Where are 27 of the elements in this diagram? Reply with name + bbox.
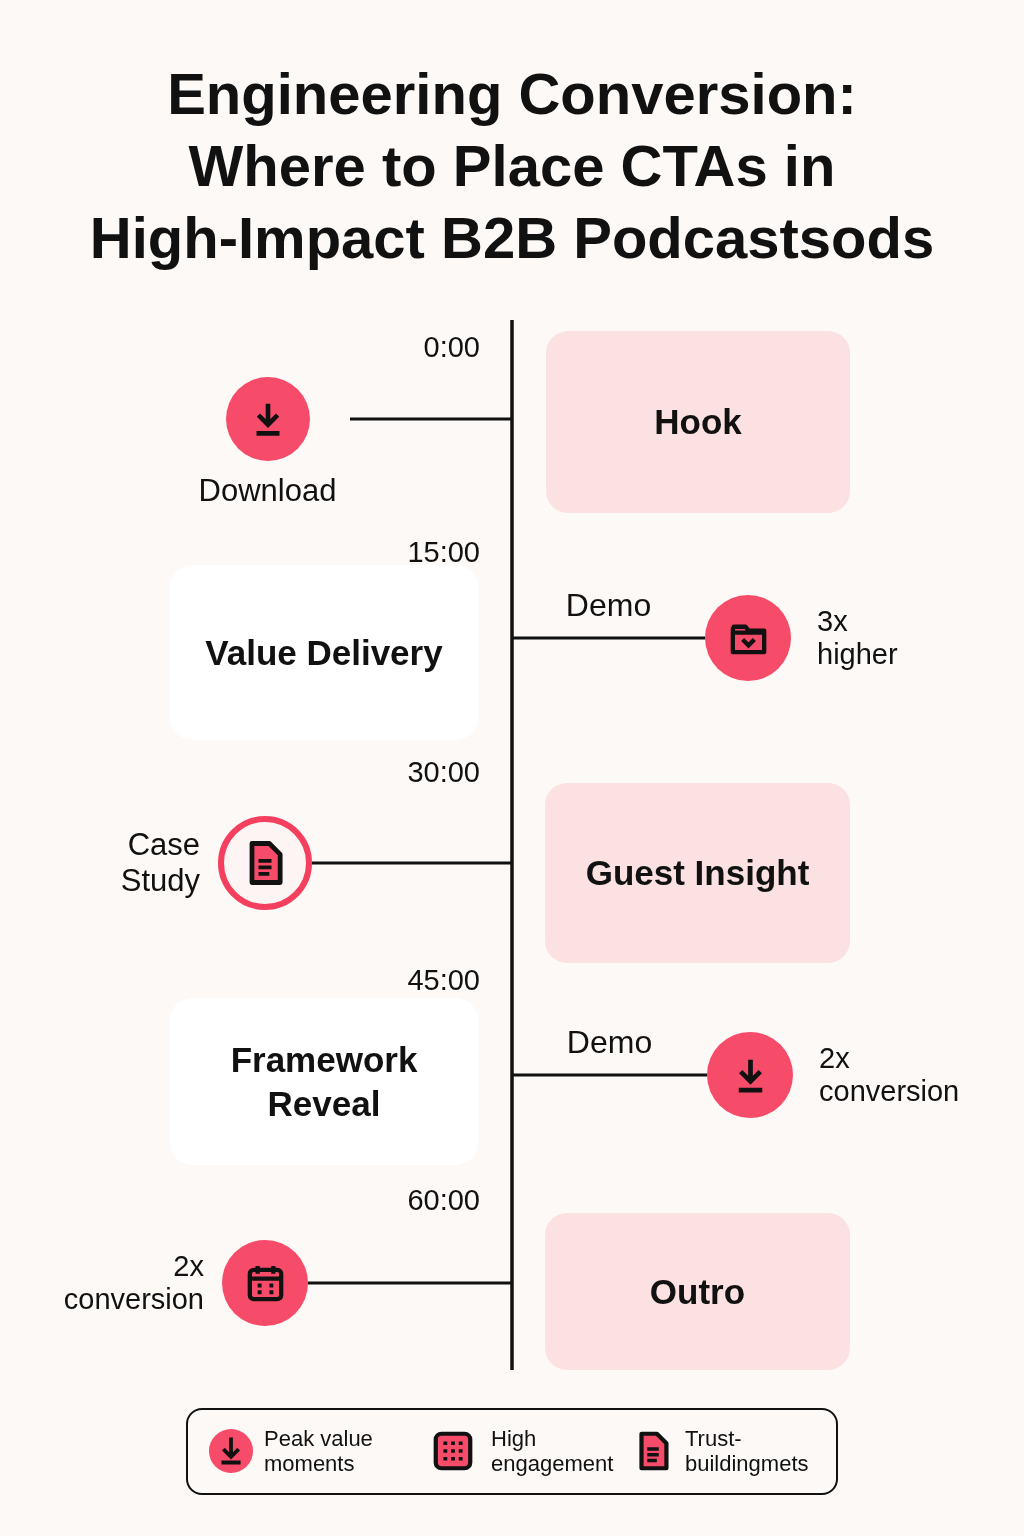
phase-box [545,1213,850,1370]
legend-label: Peak value moments [264,1426,374,1476]
title: Engineering Conversion: Where to Place CTAs in High-Impact B2B Podcastsods [88,60,936,272]
stat-text: 3x higher [817,605,899,671]
cta-label: Case Study [119,827,200,899]
timestamp: 0:00 [423,330,480,364]
phase-title: Value Delivery [205,631,443,674]
connector-line [312,861,512,865]
cta-label: Download [198,473,337,509]
phase-box [546,331,850,513]
legend-label: High engagement [491,1426,615,1476]
phase-title: Hook [654,401,742,443]
phase-box [545,783,850,963]
phase-title: Guest Insight [585,852,810,894]
stat-text: 2x conversion [819,1042,961,1108]
timestamp: 15:00 [407,535,480,569]
timestamp: 30:00 [407,755,480,789]
phase-title: Framework Reveal [229,1038,419,1125]
connector-line [350,417,512,421]
connector-line [512,1073,707,1077]
connector-line [308,1281,512,1285]
connector-line [512,636,705,640]
timestamp: 45:00 [407,963,480,997]
legend-label: Trust- buildingmets [685,1426,810,1476]
phase-title: Outro [649,1270,746,1313]
timestamp: 60:00 [407,1183,480,1217]
stat-text: 2x conversion [62,1250,204,1316]
